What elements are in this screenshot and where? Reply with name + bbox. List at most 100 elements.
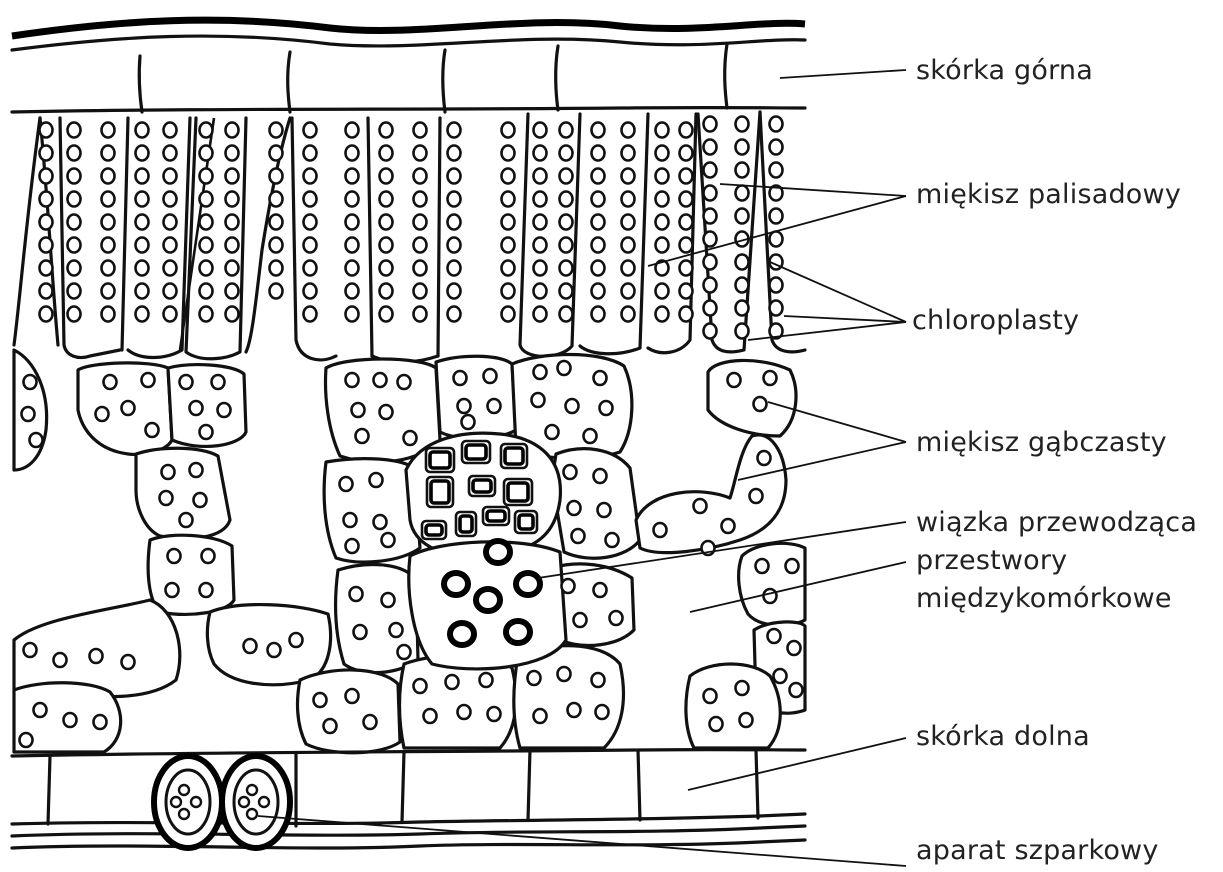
chloroplast xyxy=(534,192,547,207)
chloroplast xyxy=(68,284,81,299)
chloroplast xyxy=(502,284,515,299)
phloem-cell-inner xyxy=(430,452,450,468)
phloem-cell-inner xyxy=(460,516,472,532)
chloroplast xyxy=(314,693,327,707)
chloroplast xyxy=(68,123,81,138)
chloroplast xyxy=(546,425,559,439)
chloroplast xyxy=(179,809,189,819)
chloroplast xyxy=(54,653,67,667)
chloroplast xyxy=(179,785,189,795)
chloroplast xyxy=(268,643,281,657)
chloroplast xyxy=(756,559,769,573)
chloroplast xyxy=(200,123,213,138)
chloroplast xyxy=(40,307,53,322)
chloroplast xyxy=(736,278,749,293)
chloroplast xyxy=(324,719,337,733)
chloroplast xyxy=(704,163,717,178)
chloroplast xyxy=(754,397,767,411)
chloroplast xyxy=(102,169,115,184)
palisade-chloroplasts xyxy=(40,117,783,339)
chloroplast xyxy=(680,192,693,207)
chloroplast xyxy=(398,645,411,659)
chloroplast xyxy=(770,163,783,178)
chloroplast xyxy=(560,261,573,276)
chloroplast xyxy=(704,186,717,201)
chloroplast xyxy=(226,261,239,276)
chloroplast xyxy=(346,123,359,138)
chloroplast xyxy=(380,146,393,161)
chloroplast xyxy=(414,261,427,276)
chloroplast xyxy=(96,407,109,421)
lower-epidermis xyxy=(12,750,805,848)
chloroplast xyxy=(346,215,359,230)
chloroplast xyxy=(142,373,155,387)
chloroplast xyxy=(364,715,377,729)
chloroplast xyxy=(270,261,283,276)
chloroplast xyxy=(171,797,181,807)
chloroplast xyxy=(532,393,545,407)
chloroplast xyxy=(592,146,605,161)
chloroplast xyxy=(592,238,605,253)
chloroplast xyxy=(448,238,461,253)
chloroplast xyxy=(592,307,605,322)
chloroplast xyxy=(770,278,783,293)
chloroplast xyxy=(680,169,693,184)
phloem-cell-inner xyxy=(519,515,533,529)
chloroplast xyxy=(22,407,35,421)
chloroplast xyxy=(534,307,547,322)
chloroplast xyxy=(350,587,363,601)
chloroplast xyxy=(736,324,749,339)
chloroplast xyxy=(736,117,749,132)
chloroplast xyxy=(136,238,149,253)
label-palisade-mesophyll: miękisz palisadowy xyxy=(916,178,1181,212)
chloroplast xyxy=(622,215,635,230)
chloroplast xyxy=(680,123,693,138)
chloroplast xyxy=(346,373,359,387)
xylem-vessel xyxy=(450,623,474,645)
chloroplast xyxy=(680,238,693,253)
chloroplast xyxy=(704,140,717,155)
chloroplast xyxy=(592,673,605,687)
chloroplast xyxy=(680,261,693,276)
chloroplast xyxy=(704,232,717,247)
chloroplast xyxy=(190,401,203,415)
chloroplast xyxy=(480,673,493,687)
chloroplast xyxy=(622,261,635,276)
chloroplast xyxy=(622,192,635,207)
chloroplast xyxy=(736,163,749,178)
chloroplast xyxy=(200,215,213,230)
chloroplast xyxy=(200,146,213,161)
chloroplast xyxy=(68,192,81,207)
chloroplast xyxy=(454,371,467,385)
chloroplast xyxy=(136,169,149,184)
chloroplast xyxy=(488,399,501,413)
chloroplast xyxy=(102,146,115,161)
chloroplast xyxy=(598,503,611,517)
chloroplast xyxy=(558,667,571,681)
chloroplast xyxy=(558,361,571,375)
chloroplast xyxy=(34,703,47,717)
chloroplast xyxy=(180,375,193,389)
chloroplast xyxy=(656,307,669,322)
chloroplast xyxy=(694,499,707,513)
chloroplast xyxy=(68,215,81,230)
chloroplast xyxy=(656,215,669,230)
chloroplast xyxy=(592,169,605,184)
chloroplast xyxy=(136,146,149,161)
chloroplast xyxy=(200,307,213,322)
chloroplast xyxy=(560,169,573,184)
chloroplast xyxy=(424,709,437,723)
chloroplast xyxy=(136,192,149,207)
chloroplast xyxy=(736,209,749,224)
chloroplast xyxy=(560,238,573,253)
chloroplast xyxy=(102,307,115,322)
chloroplast xyxy=(30,433,43,447)
chloroplast xyxy=(654,523,667,537)
chloroplast xyxy=(680,307,693,322)
chloroplast xyxy=(566,399,579,413)
chloroplast xyxy=(164,215,177,230)
chloroplast xyxy=(164,261,177,276)
chloroplast xyxy=(584,429,597,443)
chloroplast xyxy=(448,284,461,299)
chloroplast xyxy=(704,324,717,339)
